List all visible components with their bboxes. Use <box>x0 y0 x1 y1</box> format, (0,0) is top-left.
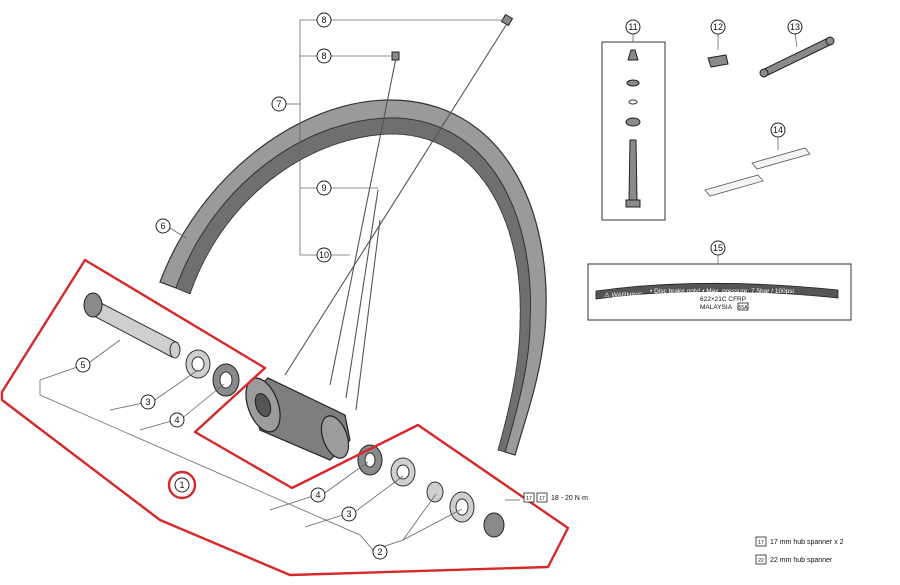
callout-4-left: 4 <box>169 412 185 428</box>
axle-nut-right <box>483 512 505 538</box>
callout-6: 6 <box>155 218 171 234</box>
torque-spec: 17 17 18 - 20 N·m <box>505 492 588 503</box>
callout-4-right: 4 <box>310 487 326 503</box>
hub-body <box>245 377 351 461</box>
callout-2: 2 <box>372 544 388 560</box>
tool-legend: 17 17 mm hub spanner x 2 22 22 mm hub sp… <box>755 536 844 565</box>
callout-1: 1 <box>174 477 190 493</box>
callout-12: 12 <box>710 19 726 35</box>
highlight-circle <box>167 470 197 500</box>
svg-text:3: 3 <box>346 509 351 519</box>
rim-tape-part <box>704 136 811 197</box>
callout-13: 13 <box>787 19 803 35</box>
callout-5: 5 <box>75 357 91 373</box>
end-cap-right <box>449 491 475 523</box>
callout-9: 9 <box>316 180 332 196</box>
rim <box>159 99 547 456</box>
svg-text:10: 10 <box>319 250 329 260</box>
spoke-key-part <box>759 32 835 78</box>
callout-7: 7 <box>271 96 287 112</box>
svg-text:4: 4 <box>174 415 179 425</box>
legend-item-17mm: 17 mm hub spanner x 2 <box>770 539 844 546</box>
svg-text:8: 8 <box>321 51 326 61</box>
axle <box>83 292 181 359</box>
rim-strip-part: ⚠ WARNING • Disc brake only! • Max. pres… <box>587 254 852 321</box>
callout-11: 11 <box>625 19 641 35</box>
svg-text:9: 9 <box>321 183 326 193</box>
nipple-part <box>707 33 729 68</box>
strip-origin-text: MALAYSIA <box>700 304 733 311</box>
callout-15: 15 <box>710 240 726 256</box>
cone-left <box>212 363 240 397</box>
callout-10: 10 <box>316 247 332 263</box>
callout-3-left: 3 <box>140 394 156 410</box>
svg-text:17: 17 <box>526 496 532 502</box>
highlight-outline <box>0 258 570 577</box>
valve-part <box>601 33 666 221</box>
legend-item-22mm: 22 mm hub spanner <box>770 557 833 564</box>
lock-ring-right <box>390 457 416 487</box>
svg-text:4: 4 <box>315 490 320 500</box>
svg-text:13: 13 <box>790 22 800 32</box>
svg-text:15: 15 <box>713 243 723 253</box>
svg-text:14: 14 <box>773 125 783 135</box>
strip-warning: ⚠ WARNING <box>604 291 643 299</box>
svg-text:11: 11 <box>628 22 637 32</box>
leader-lines <box>39 19 503 551</box>
svg-text:5: 5 <box>80 360 85 370</box>
lock-ring-left <box>185 349 211 379</box>
svg-text:17: 17 <box>758 540 764 546</box>
callout-14: 14 <box>770 122 786 138</box>
torque-value: 18 - 20 N·m <box>551 495 588 502</box>
spokes <box>284 13 514 411</box>
strip-badge: 55A <box>739 305 749 311</box>
svg-text:3: 3 <box>145 397 150 407</box>
svg-text:6: 6 <box>160 221 165 231</box>
svg-text:12: 12 <box>713 22 723 32</box>
svg-text:17: 17 <box>539 496 545 502</box>
spacer-right <box>426 481 444 503</box>
svg-text:7: 7 <box>276 99 281 109</box>
svg-text:8: 8 <box>321 15 326 25</box>
strip-disc-text: • Disc brake only! • Max. pressure: 7.5b… <box>650 288 794 295</box>
svg-text:1: 1 <box>179 480 184 490</box>
callout-8-second: 8 <box>316 48 332 64</box>
callout-8-top: 8 <box>316 12 332 28</box>
svg-text:22: 22 <box>758 558 764 564</box>
strip-size-text: 622×21C CFRP <box>700 296 746 303</box>
svg-text:2: 2 <box>377 547 382 557</box>
callout-3-right: 3 <box>341 506 357 522</box>
